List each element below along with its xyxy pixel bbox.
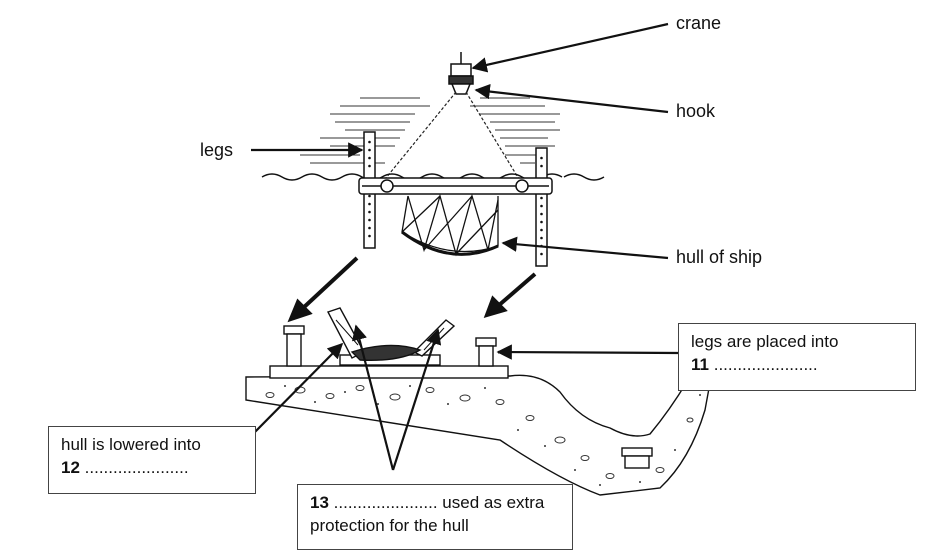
leader-arrows (251, 22, 679, 471)
answer-box-13: 13 ...................... used as extra … (297, 484, 573, 550)
label-hook: hook (676, 101, 716, 121)
answer-blank-12[interactable]: ...................... (84, 458, 189, 477)
crane (448, 52, 474, 95)
box-13-line1-tail: used as extra (437, 493, 545, 512)
cables (380, 91, 523, 185)
dry-dock (245, 365, 713, 496)
question-number-13: 13 (310, 493, 329, 512)
spare-socket (621, 447, 653, 469)
answer-blank-13[interactable]: ...................... (333, 493, 438, 512)
answer-box-11: legs are placed into 11 ................… (678, 323, 916, 391)
lifting-frame (358, 177, 553, 195)
label-hull-of-ship: hull of ship (676, 247, 763, 267)
answer-box-12: hull is lowered into 12 ................… (48, 426, 256, 494)
box-13-line2: protection for the hull (310, 516, 469, 535)
leg-socket-right (475, 337, 497, 367)
leg-right (535, 147, 548, 267)
sky-hatching (300, 97, 560, 164)
ship-hull (401, 193, 499, 257)
box-13-line1: 13 ...................... used as extra (310, 491, 560, 514)
box-11-line2: 11 ...................... (691, 353, 903, 376)
answer-blank-11[interactable]: ...................... (713, 355, 818, 374)
box-12-line1: hull is lowered into (61, 435, 201, 454)
label-crane: crane (676, 13, 722, 33)
box-11-line1: legs are placed into (691, 332, 839, 351)
label-legs: legs (200, 140, 234, 160)
leg-socket-left (283, 325, 305, 367)
question-number-11: 11 (691, 355, 709, 374)
motion-arrows (287, 256, 537, 323)
box-12-line2: 12 ...................... (61, 456, 243, 479)
question-number-12: 12 (61, 458, 80, 477)
